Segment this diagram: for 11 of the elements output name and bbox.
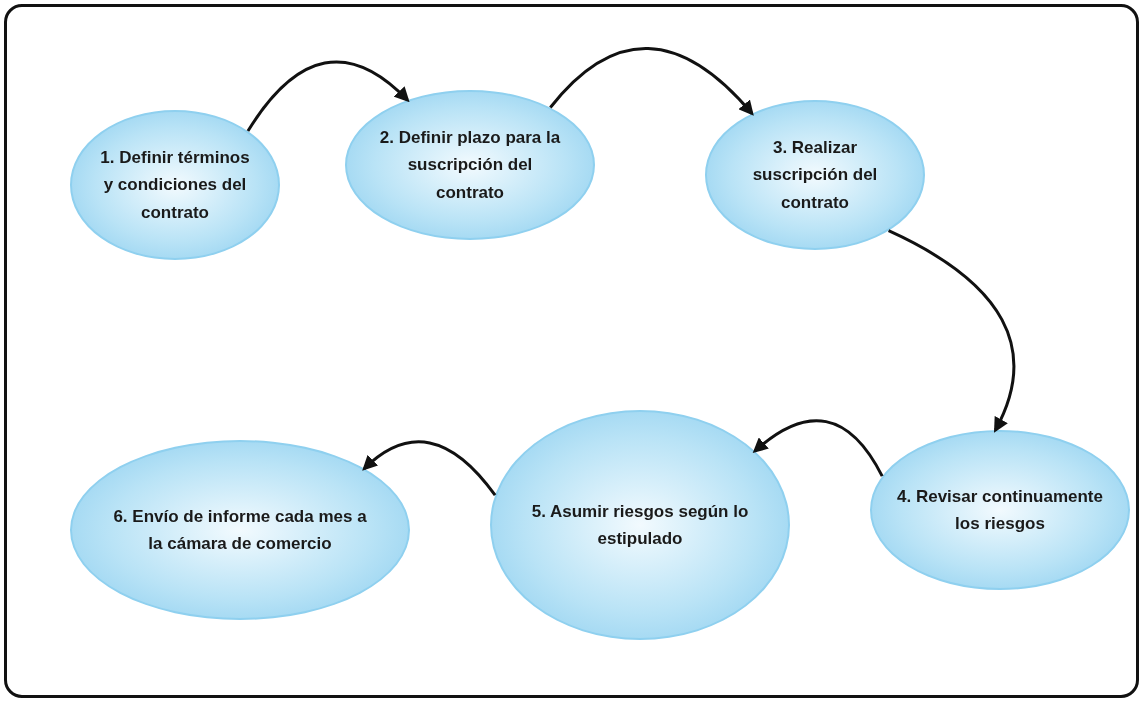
- node-label: 3. Realizar suscripción del contrato: [751, 137, 879, 214]
- node-label: 4. Revisar continuamente los riesgos: [896, 485, 1104, 535]
- curved-arrow: [362, 440, 497, 497]
- curved-arrow: [549, 47, 754, 116]
- node-label: 5. Asumir riesgos según lo estipulado: [530, 500, 750, 550]
- node-label: 6. Envío de informe cada mes a la cámara de comercio: [112, 505, 368, 555]
- curved-arrow: [246, 60, 410, 132]
- node-label: 2. Definir plazo para la suscripción del contrato: [379, 127, 561, 204]
- curved-arrow: [752, 419, 884, 477]
- curved-arrow: [887, 229, 1016, 433]
- node-label: 1. Definir términos y condiciones del contrato: [99, 147, 251, 224]
